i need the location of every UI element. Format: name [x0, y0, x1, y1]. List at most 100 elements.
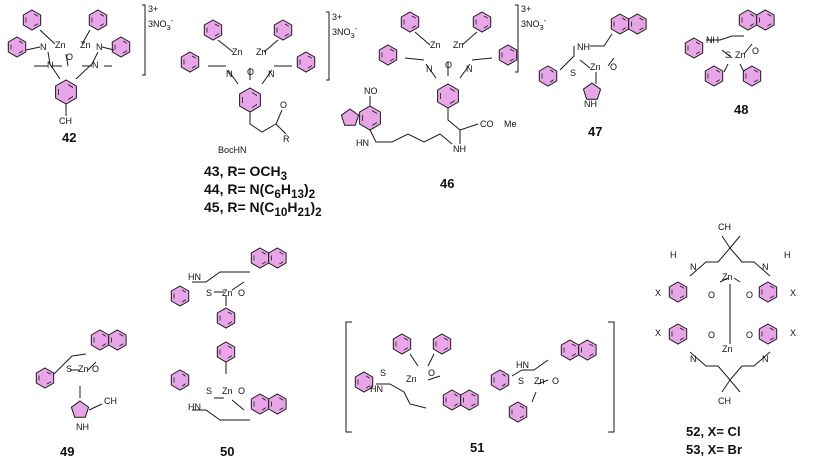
carbonyl-o: O	[280, 100, 287, 110]
nh-group: HN	[188, 402, 201, 412]
x-substituent: X	[790, 328, 796, 338]
compound-label-51: 51	[470, 440, 485, 455]
pyridine-ring	[472, 11, 492, 33]
compound-label-50: 50	[220, 444, 235, 459]
zn-atom: Zn	[430, 40, 441, 50]
phenyl-ring	[170, 369, 190, 391]
zn-atom: Zn	[256, 47, 267, 57]
benzene-ring	[239, 87, 261, 113]
zn-atom: Zn	[590, 62, 601, 72]
pyridine-ring	[111, 36, 131, 58]
zn-atom: Zn	[222, 288, 233, 298]
compound-46-structure: Zn Zn O N N NO CO Me NH HN	[340, 4, 519, 154]
pyridine-ring	[203, 19, 223, 41]
o-atom: O	[66, 52, 73, 62]
bipyridine-ring	[432, 333, 452, 355]
bipyridine-ring	[704, 65, 724, 87]
phenol-ring	[668, 323, 688, 345]
n-atom: N	[762, 354, 769, 364]
compound-label-46: 46	[440, 176, 455, 191]
pyridine-ring	[22, 9, 42, 31]
benzofurazan-ring	[359, 105, 381, 131]
o-atom: O	[428, 368, 435, 378]
compound-label-49: 49	[60, 444, 75, 459]
n-atom: N	[96, 42, 103, 52]
nh-group: HN	[370, 384, 383, 394]
amine-nh: HN	[356, 138, 369, 148]
nh-group: HN	[516, 360, 529, 370]
ch3-group: CH	[718, 222, 731, 232]
nitro-group: NO	[364, 86, 378, 96]
o-atom: O	[610, 62, 617, 72]
zn-atom: Zn	[534, 376, 545, 386]
amide-nh: NH	[453, 144, 466, 154]
zn-atom: Zn	[232, 47, 243, 57]
h-atom: H	[670, 250, 677, 260]
naphthalene-ring	[251, 248, 286, 268]
zn-atom: Zn	[78, 364, 89, 374]
counter-anion: 3NO	[148, 19, 167, 29]
charge-value: 3+	[521, 4, 532, 14]
ch3-group: CH	[718, 396, 731, 406]
compound-43-structure: Zn Zn O N N O R BocHN	[180, 11, 330, 155]
bipyridine-ring	[742, 65, 762, 87]
o-atom: O	[708, 290, 715, 300]
nh-group: HN	[188, 272, 201, 282]
n-atom: N	[426, 64, 433, 74]
o-atom: O	[238, 386, 245, 396]
zn-atom: Zn	[722, 344, 733, 354]
r-group: R	[283, 134, 290, 144]
o-atom: O	[238, 288, 245, 298]
o-atom: O	[92, 364, 99, 374]
compound-48-structure: NH S Zn O	[684, 10, 774, 87]
naphthalene-ring	[443, 390, 478, 410]
compound-42-structure: Zn Zn O N N N N CH	[7, 4, 146, 126]
ester-group: CO	[480, 119, 494, 129]
compound-label-47: 47	[588, 124, 603, 139]
pyridine-ring	[216, 341, 236, 363]
charge-label: 3+ 3NO3-	[148, 4, 174, 32]
naphthalene-ring	[561, 340, 596, 360]
s-atom: S	[570, 68, 576, 78]
compound-label-44: 44, R= N(C6H13)2	[204, 181, 316, 201]
counter-anion: 3NO	[521, 19, 540, 29]
zn-atom: Zn	[735, 50, 746, 60]
phenyl-ring	[35, 367, 55, 389]
compound-label-52: 52, X= Cl	[686, 424, 741, 439]
zn-atom: Zn	[80, 40, 91, 50]
methyl-group: Me	[504, 119, 517, 129]
o-atom: O	[445, 60, 452, 70]
bochn-group: BocHN	[218, 145, 247, 155]
nh-group: NH	[706, 35, 719, 45]
n-atom: N	[268, 69, 275, 79]
zn-atom: Zn	[722, 272, 733, 282]
n-atom: N	[226, 69, 233, 79]
compound-51-structure: S Zn O HN HN S Zn O	[345, 321, 615, 433]
compound-52-structure: CH H H N N Zn O O Zn O O N N CH X X X X	[655, 222, 796, 406]
zn-atom: Zn	[453, 40, 464, 50]
bipyridine-ring	[392, 333, 412, 355]
compound-label-43: 43, R= OCH3	[204, 163, 288, 183]
imidazole-nh: NH	[584, 99, 597, 109]
phenyl-ring	[170, 285, 190, 307]
pyridine-ring	[216, 307, 236, 329]
s-atom: S	[206, 386, 212, 396]
pyridine-ring	[400, 11, 420, 33]
compound-label-53: 53, X= Br	[686, 442, 743, 457]
phenyl-ring	[538, 65, 558, 87]
pyridine-ring	[498, 44, 518, 66]
ch3-group: CH	[59, 116, 72, 126]
n-atom: N	[92, 60, 99, 70]
phenol-ring	[758, 323, 778, 345]
s-atom: S	[725, 50, 731, 60]
nh-group: NH	[577, 42, 590, 52]
imidazole-ring	[70, 400, 90, 418]
pyridine-ring	[378, 44, 398, 66]
s-atom: S	[66, 364, 72, 374]
o-atom: O	[752, 46, 759, 56]
phenol-ring	[668, 281, 688, 303]
s-atom: S	[206, 288, 212, 298]
s-atom: S	[380, 368, 386, 378]
o-atom: O	[247, 67, 254, 77]
